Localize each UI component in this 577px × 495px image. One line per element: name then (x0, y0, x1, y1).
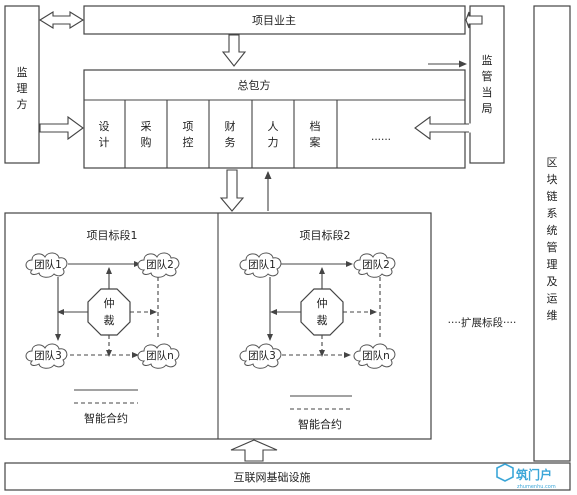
dept-char: 购 (141, 135, 152, 149)
dept-design: 设 计 (99, 120, 110, 149)
infrastructure-node: 互联网基础设施 (4, 462, 571, 491)
dept-char: 务 (225, 136, 236, 149)
section-1: 项目标段1 团队1 团队2 团队3 团队n 仲 裁 (25, 228, 180, 425)
smart-contract-label: 智能合约 (298, 417, 342, 431)
dept-project-control: 项 控 (183, 120, 194, 149)
ops-char: 块 (547, 173, 558, 186)
smart-contract-label: 智能合约 (84, 411, 128, 425)
section-title: 项目标段1 (87, 228, 138, 242)
regulator-char: 当 (482, 85, 493, 99)
supervisor-owner-double-arrow (38, 11, 85, 29)
arb-char: 仲 (317, 296, 328, 310)
dept-char: 案 (310, 135, 321, 149)
watermark-text: 筑门户 (516, 467, 552, 482)
team-label: 团队2 (146, 258, 174, 271)
arb-char: 裁 (104, 314, 115, 327)
ops-char: 及 (547, 275, 558, 288)
owner-node: 项目业主 (83, 5, 466, 35)
dept-char: 档 (310, 119, 321, 133)
team-cloud: 团队3 (25, 343, 68, 369)
arb-char: 仲 (104, 296, 115, 310)
infrastructure-label: 互联网基础设施 (234, 471, 311, 484)
dept-ellipsis: ...... (371, 131, 391, 143)
section-title: 项目标段2 (300, 228, 351, 242)
contractor-sections-arrow (219, 169, 245, 212)
arbitration-node: 仲 裁 (300, 288, 344, 336)
team-cloud: 团队n (137, 343, 180, 369)
regulator-owner-arrow (465, 11, 483, 29)
supervisor-char: 理 (17, 82, 28, 95)
team-label: 团队3 (248, 349, 276, 362)
expand-sections-label: ····扩展标段···· (448, 316, 517, 329)
ops-char: 理 (547, 258, 558, 271)
team-label: 团队3 (34, 349, 62, 362)
supervisor-char: 监 (17, 66, 28, 79)
team-label: 团队1 (248, 258, 276, 271)
contractor-title: 总包方 (238, 78, 271, 92)
team-label: 团队2 (362, 258, 390, 271)
watermark-hex-icon (496, 463, 514, 482)
arb-char: 裁 (317, 314, 328, 327)
smart-contract-symbol: 智能合约 (74, 389, 138, 425)
owner-contractor-arrow (221, 34, 247, 67)
team-cloud: 团队2 (137, 252, 180, 278)
ops-char: 区 (547, 156, 558, 169)
dept-char: 控 (183, 135, 194, 149)
ops-char: 系 (547, 207, 558, 220)
blockchain-ops-node: 区 块 链 系 统 管 理 及 运 维 (533, 5, 571, 462)
dept-char: 设 (99, 120, 110, 133)
regulator-char: 管 (482, 69, 493, 83)
dept-more: ...... (371, 131, 391, 143)
team-cloud: 团队2 (353, 252, 396, 278)
ops-char: 链 (547, 189, 558, 203)
section-2: 项目标段2 团队1 团队2 团队3 团队n 仲 裁 (239, 228, 396, 431)
watermark-logo: 筑门户 zhumenhu.com (496, 463, 556, 490)
regulator-char: 局 (482, 102, 493, 115)
dept-archive: 档 案 (310, 119, 321, 149)
team-cloud: 团队1 (239, 252, 282, 278)
team-cloud: 团队n (353, 343, 396, 369)
supervisor-contractor-arrow (39, 115, 84, 141)
dept-char: 人 (268, 120, 279, 133)
sections-container (4, 212, 432, 440)
dept-char: 力 (268, 136, 279, 149)
infrastructure-up-arrow (230, 439, 278, 462)
regulator-node: 监 管 当 局 (469, 5, 505, 164)
team-cloud: 团队1 (25, 252, 68, 278)
ops-char: 统 (547, 224, 558, 237)
arbitration-node: 仲 裁 (87, 288, 131, 336)
dept-finance: 财 务 (225, 119, 236, 149)
owner-label: 项目业主 (252, 14, 296, 27)
smart-contract-symbol: 智能合约 (290, 395, 352, 431)
dept-char: 财 (225, 119, 236, 133)
team-label: 团队1 (34, 258, 62, 271)
dept-hr: 人 力 (268, 120, 279, 149)
team-label: 团队n (362, 349, 390, 362)
dept-char: 采 (141, 120, 152, 133)
supervisor-char: 方 (17, 97, 28, 111)
supervisor-node: 监 理 方 (4, 5, 40, 164)
ops-char: 运 (547, 292, 558, 305)
dept-procurement: 采 购 (141, 120, 152, 149)
dept-char: 计 (99, 136, 110, 149)
ops-char: 管 (547, 240, 558, 254)
regulator-char: 监 (482, 54, 493, 67)
contractor-node: 总包方 设 计 采 购 项 控 财 务 人 力 档 案 (83, 69, 466, 169)
team-cloud: 团队3 (239, 343, 282, 369)
dept-char: 项 (183, 120, 194, 133)
ops-char: 维 (547, 309, 558, 322)
regulator-contractor-arrow (414, 115, 481, 141)
team-label: 团队n (146, 349, 174, 362)
watermark-subtext: zhumenhu.com (517, 484, 556, 490)
